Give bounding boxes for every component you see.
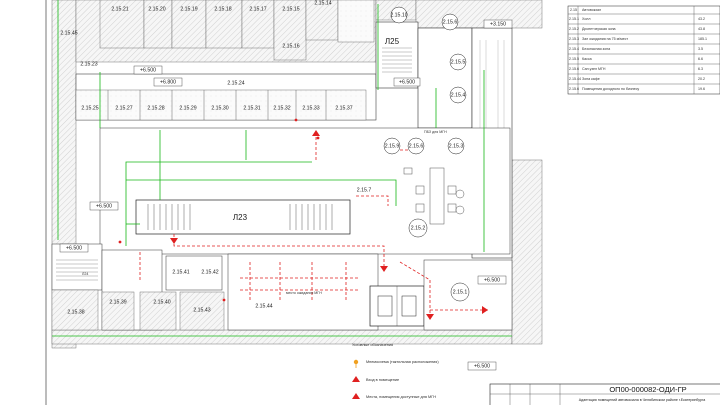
- room-2-15-16: 2.15.16: [282, 43, 299, 49]
- table-row-7-name: Зона кафе: [582, 77, 600, 81]
- room-2-15-10: 2.15.10: [390, 12, 407, 18]
- table-row-3-code: 2.15.3: [569, 37, 579, 41]
- drawing-subtitle: Адаптация помещений автовокзала в Челяби…: [579, 398, 706, 402]
- table-row-6-name: Сан.узел МГН: [582, 67, 606, 71]
- table-row-3-name: Зал ожидания на 75 м/мест: [582, 37, 628, 41]
- top-rooms-block: [99, 0, 375, 61]
- table-row-4-name: Безопасная зона: [582, 47, 610, 51]
- level-mark-6: +6.500: [66, 245, 82, 251]
- drawing-code: ОП00-000082-ОДИ-ГР: [609, 385, 686, 394]
- table-row-8-code: 2.15.6: [569, 87, 579, 91]
- room-2-15-19: 2.15.19: [180, 6, 197, 12]
- room-2-15-39: 2.15.39: [109, 299, 126, 305]
- mgn-zone-label: ПБЗ для МГН: [424, 130, 447, 134]
- table-row-6-code: 2.15.6: [569, 67, 579, 71]
- room-2-15-9: 2.15.9: [385, 143, 400, 149]
- room-2-15-18: 2.15.18: [214, 6, 231, 12]
- table-row-2-code: 2.15.2: [569, 27, 579, 31]
- room-2-15-4: 2.15.4: [451, 92, 466, 98]
- legend-item-1: Мнемосхема (тактильная расположения): [366, 360, 439, 364]
- room-2-15-5: 2.15.5: [451, 59, 466, 65]
- room-2-15-44: 2.15.44: [255, 303, 272, 309]
- table-row-1-area: 43.2: [698, 17, 705, 21]
- room-2-15-33: 2.15.33: [302, 105, 319, 111]
- stair-label-l24: Л24: [82, 272, 88, 276]
- room-2-15-14: 2.15.14: [314, 0, 331, 6]
- table-row-5-name: Касса: [582, 57, 592, 61]
- room-2-15-6-top: 2.15.6: [443, 19, 458, 25]
- table-row-1-name: Холл: [582, 17, 590, 21]
- room-2-15-7: 2.15.7: [357, 187, 372, 193]
- table-row-5-code: 2.15.5: [569, 57, 579, 61]
- room-2-15-1: 2.15.1: [453, 289, 468, 295]
- route-label: место ожидания МГН: [286, 291, 322, 295]
- room-2-15-31: 2.15.31: [243, 105, 260, 111]
- room-2-15-25: 2.15.25: [81, 105, 98, 111]
- room-2-15-21: 2.15.21: [111, 6, 128, 12]
- room-schedule-table: 2.15 Автовокзал 2.15.1 Холл 43.2 2.15.2 …: [567, 5, 720, 95]
- table-row-8-area: 19.6: [698, 87, 705, 91]
- waiting-furniture: [403, 167, 465, 225]
- room-2-15-27: 2.15.27: [115, 105, 132, 111]
- level-mark-7: +6.500: [484, 277, 500, 283]
- level-mark-5: +6.500: [96, 203, 112, 209]
- room-2-15-32: 2.15.32: [273, 105, 290, 111]
- room-2-15-42: 2.15.42: [201, 269, 218, 275]
- table-row-8-name: Помещения доходного по бизнесу: [582, 87, 639, 91]
- table-row-2-area: 43.8: [698, 27, 705, 31]
- room-2-15-15: 2.15.15: [282, 6, 299, 12]
- legend-item-2: Вход в помещение: [366, 378, 399, 382]
- level-mark-1: +6.500: [140, 67, 156, 73]
- table-row-1-code: 2.15.1: [569, 17, 579, 21]
- level-mark-8: +6.500: [474, 363, 490, 369]
- stair-label-l23: Л23: [233, 213, 248, 222]
- lower-left-rooms: [51, 243, 225, 331]
- room-labels: 2.15.21 2.15.20 2.15.19 2.15.18 2.15.17 …: [60, 0, 371, 315]
- stair-label-l25: Л25: [385, 37, 400, 46]
- level-mark-4: +3.150: [490, 21, 506, 27]
- middle-rooms-block: [75, 73, 377, 121]
- room-2-15-45: 2.15.45: [60, 30, 77, 36]
- level-marks: +6.500 +6.800 +6.500 +3.150 +6.500 +6.50…: [59, 19, 513, 371]
- room-2-15-3: 2.15.3: [449, 143, 464, 149]
- room-2-15-6-mid: 2.15.6: [409, 143, 424, 149]
- room-2-15-23: 2.15.23: [80, 61, 97, 67]
- level-mark-2: +6.800: [160, 79, 176, 85]
- room-2-15-40: 2.15.40: [153, 299, 170, 305]
- room-2-15-30: 2.15.30: [211, 105, 228, 111]
- legend: Условные обозначения Мнемосхема (тактиль…: [352, 343, 439, 399]
- legend-title: Условные обозначения: [352, 343, 393, 347]
- room-2-15-2: 2.15.2: [411, 225, 426, 231]
- table-row-7-code: 2.15.44: [569, 77, 581, 81]
- room-2-15-20: 2.15.20: [148, 6, 165, 12]
- table-row-2-name: Диспетчерская зона: [582, 27, 616, 31]
- level-mark-3: +6.500: [399, 79, 415, 85]
- room-2-15-28: 2.15.28: [147, 105, 164, 111]
- legend-item-3: Места, помещения доступные для МГН: [366, 395, 436, 399]
- circled-room-labels: 2.15.10 2.15.6 2.15.5 2.15.4 2.15.9 2.15…: [383, 6, 470, 302]
- room-2-15-37: 2.15.37: [335, 105, 352, 111]
- drawing-frame: [45, 0, 47, 405]
- cafe-and-lifts: [227, 253, 513, 331]
- room-2-15-38: 2.15.38: [67, 309, 84, 315]
- table-header-name: Автовокзал: [582, 8, 601, 12]
- table-row-5-area: 6.6: [698, 57, 703, 61]
- table-row-4-code: 2.15.4: [569, 47, 579, 51]
- room-2-15-29: 2.15.29: [179, 105, 196, 111]
- room-2-15-24: 2.15.24: [227, 80, 244, 86]
- table-row-4-area: 3.5: [698, 47, 703, 51]
- accessible-routes: [52, 0, 512, 337]
- table-row-6-area: 6.3: [698, 67, 703, 71]
- table-row-3-area: 185.1: [698, 37, 707, 41]
- room-2-15-17: 2.15.17: [249, 6, 266, 12]
- title-block: ОП00-000082-ОДИ-ГР Адаптация помещений а…: [489, 383, 720, 405]
- route-markers: [118, 118, 488, 320]
- stair-l23: [135, 199, 351, 235]
- room-2-15-43: 2.15.43: [193, 307, 210, 313]
- table-row-7-area: 20.2: [698, 77, 705, 81]
- room-2-15-41: 2.15.41: [172, 269, 189, 275]
- table-header-code: 2.15: [570, 8, 577, 12]
